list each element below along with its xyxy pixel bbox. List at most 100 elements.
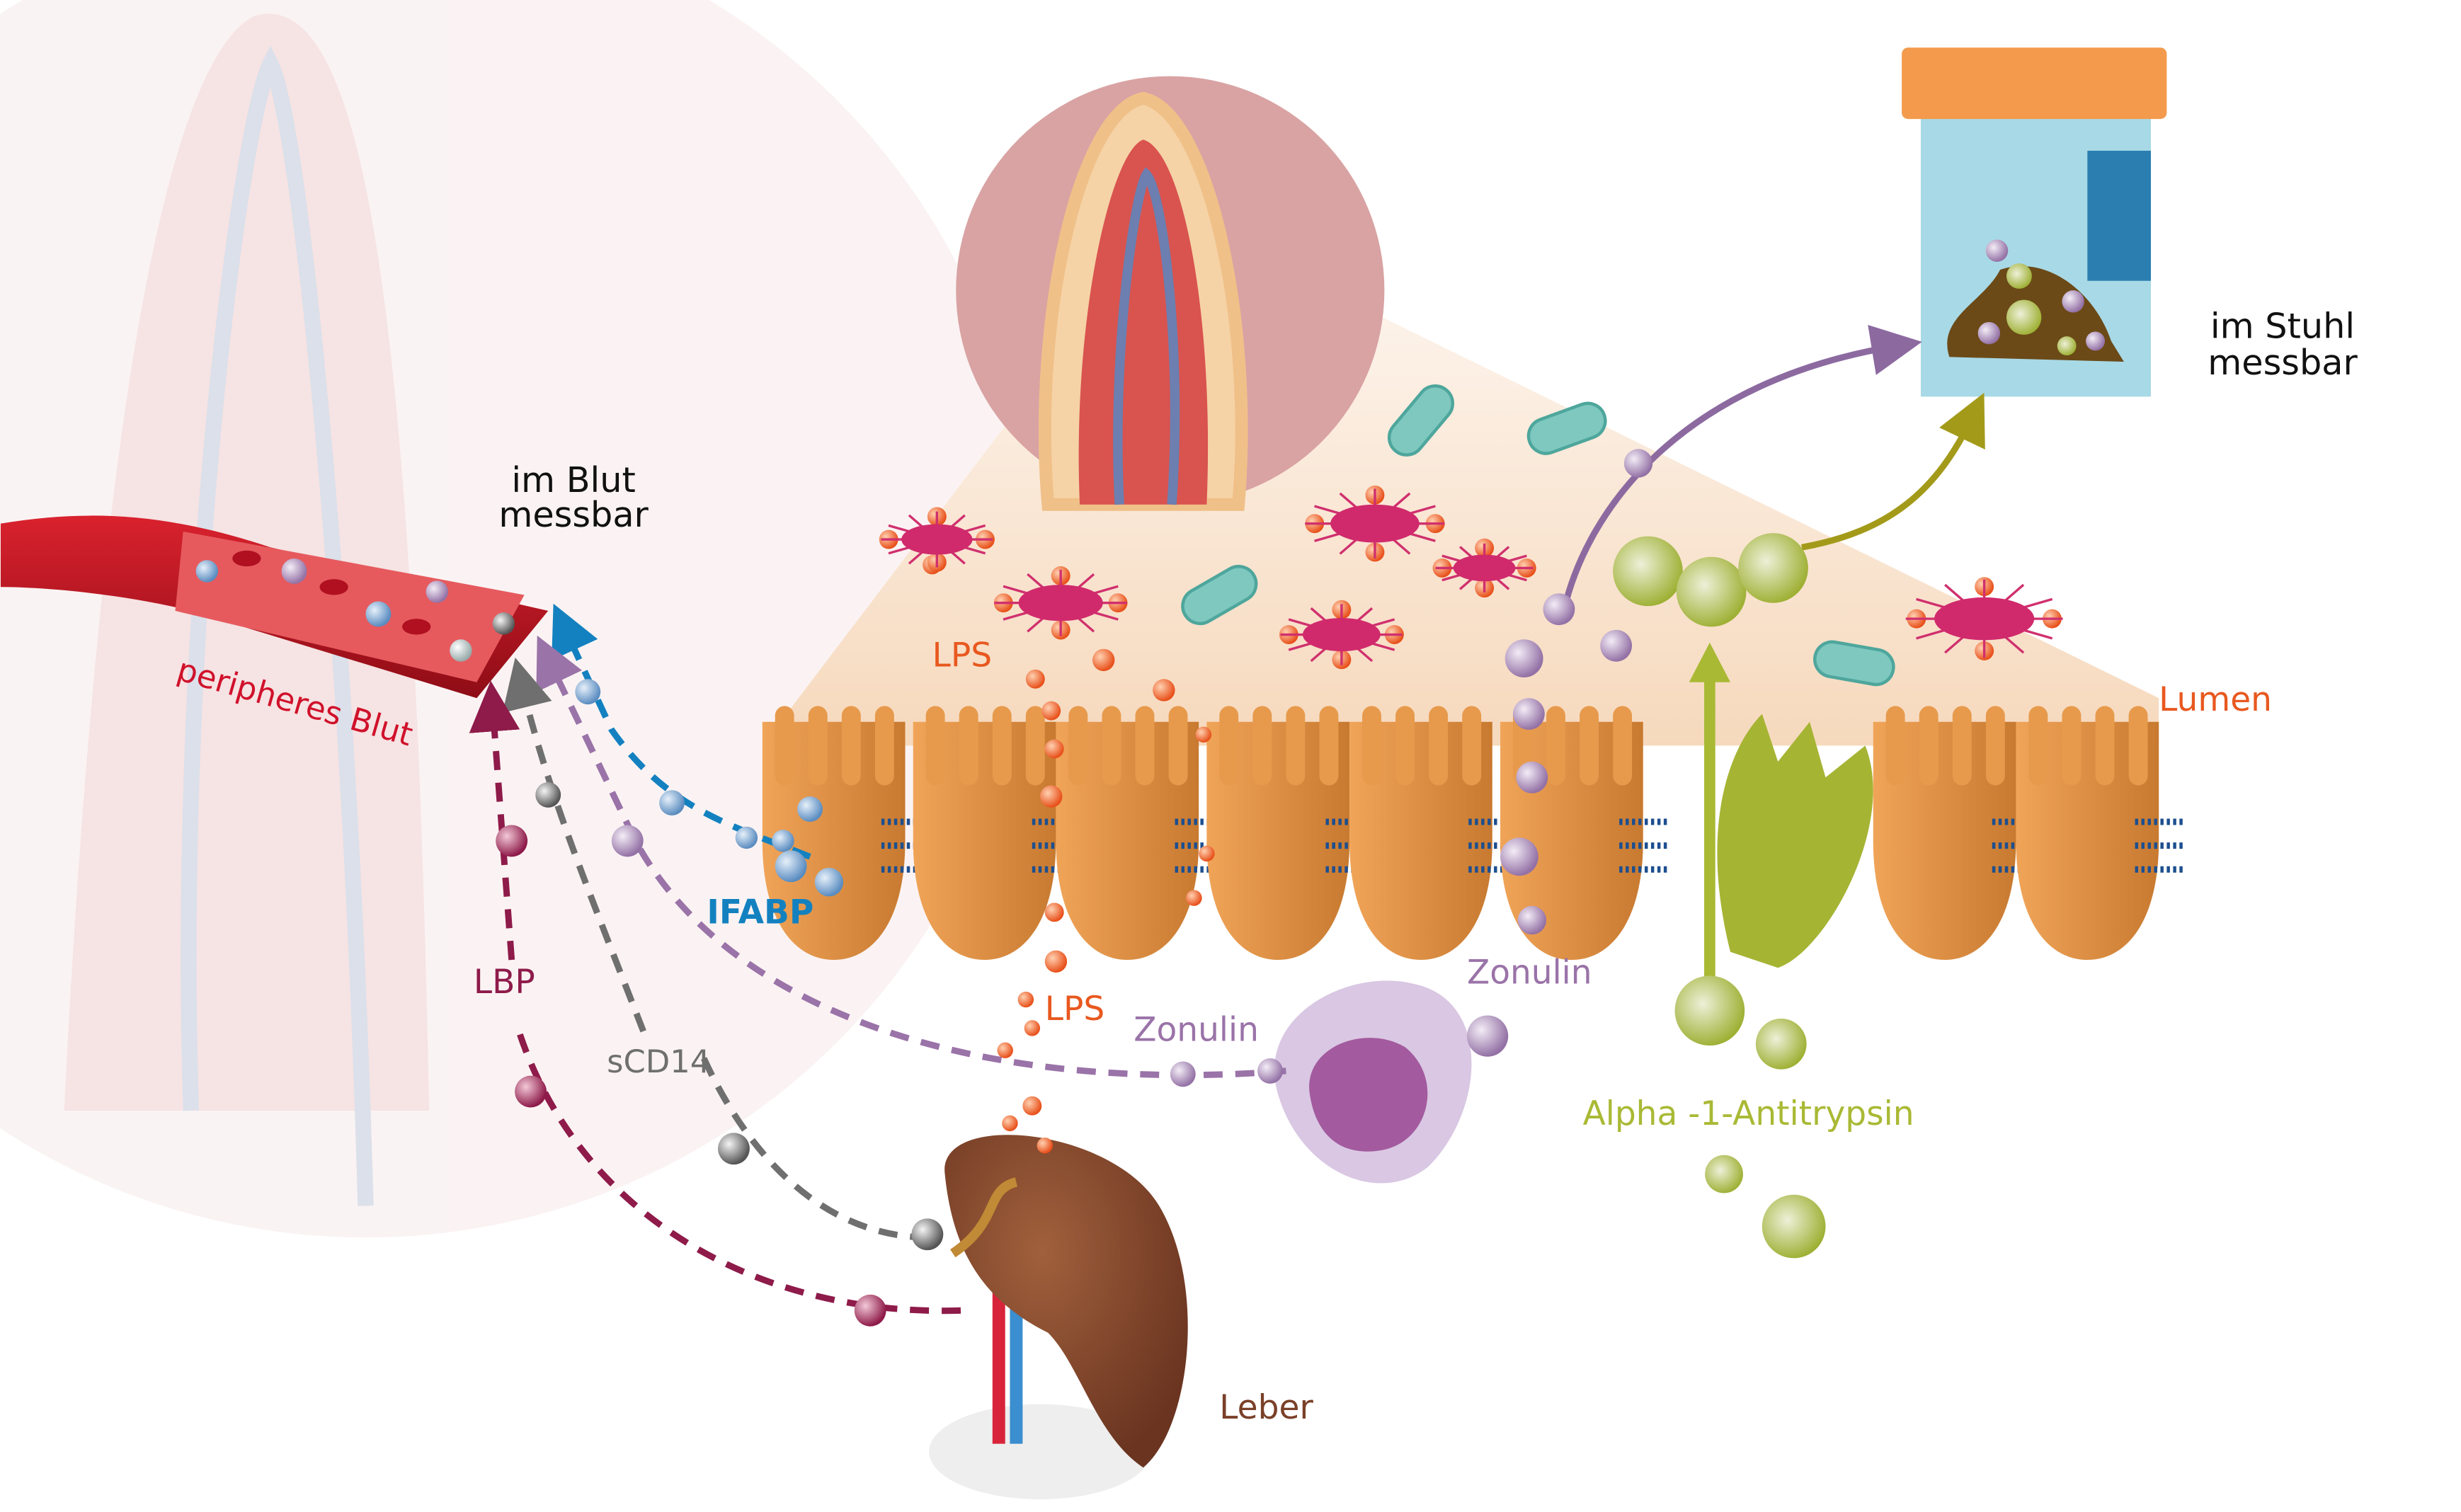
gram-negative-bacterium	[1330, 504, 1420, 543]
label-stool-measurable-1: im Stuhl	[2210, 305, 2355, 346]
microvillus	[1068, 706, 1088, 786]
alpha1-antitrypsin-molecule	[1674, 975, 1745, 1046]
lps-molecule	[1037, 1138, 1053, 1154]
label-liver: Leber	[1219, 1388, 1313, 1427]
label-ifabp: IFABP	[707, 893, 813, 932]
gram-negative-bacterium	[1302, 618, 1381, 652]
microvillus	[1885, 706, 1905, 786]
scd14-path	[521, 682, 930, 1241]
zonulin-molecule	[2086, 331, 2105, 351]
microvillus	[1546, 706, 1565, 786]
bacteria	[881, 384, 2063, 687]
lps-molecule	[1024, 1020, 1041, 1036]
zonulin-molecule	[1257, 1058, 1283, 1084]
alpha1-arrowhead	[1689, 642, 1731, 682]
microvillus	[1286, 706, 1306, 786]
stool-container	[1902, 47, 2167, 397]
blood-vessel	[0, 515, 549, 699]
lps-molecule	[1040, 785, 1063, 808]
microvillus	[2095, 706, 2115, 786]
zonulin-molecule	[1977, 321, 2001, 345]
lps-molecule	[1022, 1096, 1042, 1116]
microvillus	[1319, 706, 1339, 786]
ifabp-molecule	[735, 826, 758, 849]
label-zonulin-lumen: Zonulin	[1467, 953, 1592, 992]
label-zonulin-blood: Zonulin	[1134, 1010, 1259, 1049]
ifabp-molecule	[772, 830, 794, 852]
ifabp-molecule	[814, 868, 844, 897]
magnified-villus	[956, 76, 1385, 511]
rod-bacterium	[1181, 564, 1258, 626]
lps-molecule	[1186, 890, 1202, 906]
alpha1-antitrypsin-molecule	[1738, 533, 1808, 603]
epithelial-cell	[2016, 721, 2159, 961]
gram-negative-bacterium	[1934, 597, 2035, 641]
alpha1-antitrypsin-molecule	[2006, 299, 2042, 335]
alpha1-antitrypsin-molecule	[1613, 536, 1683, 607]
microvillus	[925, 706, 945, 786]
epithelial-cell	[1056, 721, 1199, 961]
goblet-cell	[1717, 714, 1873, 968]
lps-molecule	[1092, 648, 1115, 672]
epithelial-cell	[1206, 721, 1350, 961]
zonulin-path	[536, 635, 1286, 1079]
epithelial-cell	[913, 721, 1056, 961]
lps-molecule	[1041, 701, 1061, 721]
zonulin-molecule	[1466, 1015, 1509, 1057]
ifabp-molecule	[797, 796, 823, 823]
alpha1-antitrypsin-molecule	[1705, 1155, 1743, 1193]
ifabp-molecule	[659, 790, 685, 816]
lps-molecule	[1002, 1115, 1018, 1132]
rod-bacterium	[1526, 401, 1607, 455]
zonulin-molecule	[1623, 449, 1653, 478]
rod-bacterium	[1813, 640, 1895, 687]
ifabp-molecule	[575, 679, 601, 705]
alpha1-antitrypsin-molecule	[2057, 336, 2077, 356]
alpha1-antitrypsin-molecule	[1755, 1018, 1807, 1070]
microvillus	[2128, 706, 2148, 786]
lps-molecule	[1044, 903, 1064, 922]
microvillus	[1135, 706, 1155, 786]
lps-molecule	[1195, 726, 1212, 743]
rod-bacterium	[1387, 384, 1455, 457]
zonulin-molecule	[1600, 629, 1633, 662]
microvillus	[808, 706, 828, 786]
zonulin-molecule	[1500, 837, 1538, 876]
lps-molecule	[1025, 669, 1045, 689]
microvillus	[1395, 706, 1415, 786]
zonulin-molecule	[2062, 290, 2084, 313]
microvillus	[1429, 706, 1449, 786]
label-lumen: Lumen	[2159, 680, 2272, 719]
zonulin-molecule	[1504, 639, 1543, 678]
label-scd14: sCD14	[607, 1043, 710, 1080]
label-alpha1-antitrypsin: Alpha -1-Antitrypsin	[1583, 1094, 1914, 1133]
zonulin-molecule	[1170, 1061, 1196, 1087]
label-blood-measurable-1: im Blut	[511, 459, 635, 500]
microvillus	[2062, 706, 2082, 786]
microvillus	[874, 706, 894, 786]
scd14-molecule	[535, 781, 561, 808]
lbp-molecule	[854, 1294, 886, 1327]
label-stool-measurable-2: messbar	[2208, 342, 2358, 383]
label-lps-lumen: LPS	[932, 636, 992, 675]
lps-molecule	[1044, 739, 1064, 759]
microvillus	[1252, 706, 1272, 786]
lps-molecule	[1044, 950, 1068, 973]
epithelium	[762, 706, 2183, 961]
microvillus	[1462, 706, 1482, 786]
epithelial-cell	[1349, 721, 1492, 961]
lbp-molecule	[496, 825, 528, 857]
lbp-molecule	[515, 1075, 547, 1108]
scd14-molecule	[911, 1218, 944, 1251]
label-lbp: LBP	[474, 963, 535, 1002]
lps-molecule	[1153, 679, 1175, 701]
microvillus	[1102, 706, 1121, 786]
ifabp-molecule	[775, 850, 807, 883]
microvillus	[992, 706, 1012, 786]
alpha1-antitrypsin-molecule	[1676, 556, 1747, 627]
label-blood-measurable-2: messbar	[498, 494, 649, 535]
microvillus	[1919, 706, 1938, 786]
zonulin-molecule	[1543, 593, 1575, 626]
microvillus	[841, 706, 861, 786]
